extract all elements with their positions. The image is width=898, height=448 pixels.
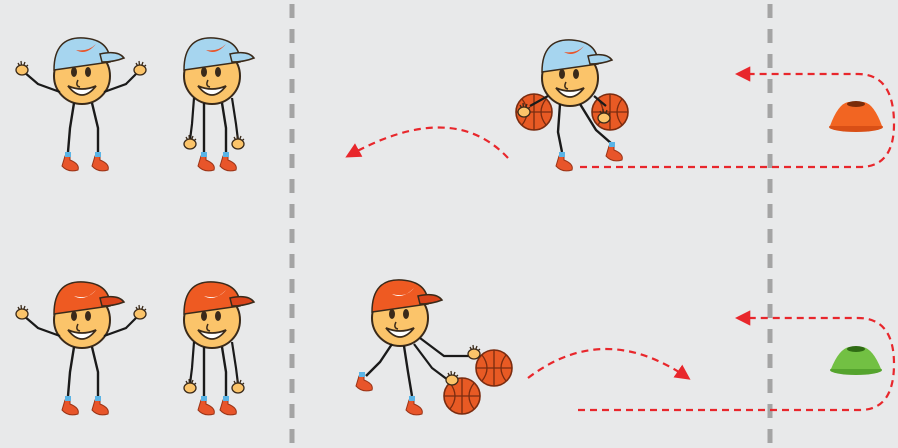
row-2-waiting-player-2 bbox=[184, 282, 254, 415]
row-2-dribbling-player bbox=[356, 280, 512, 415]
row-1-waiting-player-1 bbox=[16, 38, 146, 171]
row-2-waiting-player-1 bbox=[16, 282, 146, 415]
training-cone-icon bbox=[829, 101, 883, 132]
dribble-direction-arrow bbox=[528, 349, 688, 378]
pass-direction-arrow bbox=[348, 127, 508, 158]
row-1-dribbling-player bbox=[516, 40, 628, 171]
row-1-waiting-player-2 bbox=[184, 38, 254, 171]
basketball-icon bbox=[476, 350, 512, 386]
training-cone-icon bbox=[830, 346, 882, 375]
